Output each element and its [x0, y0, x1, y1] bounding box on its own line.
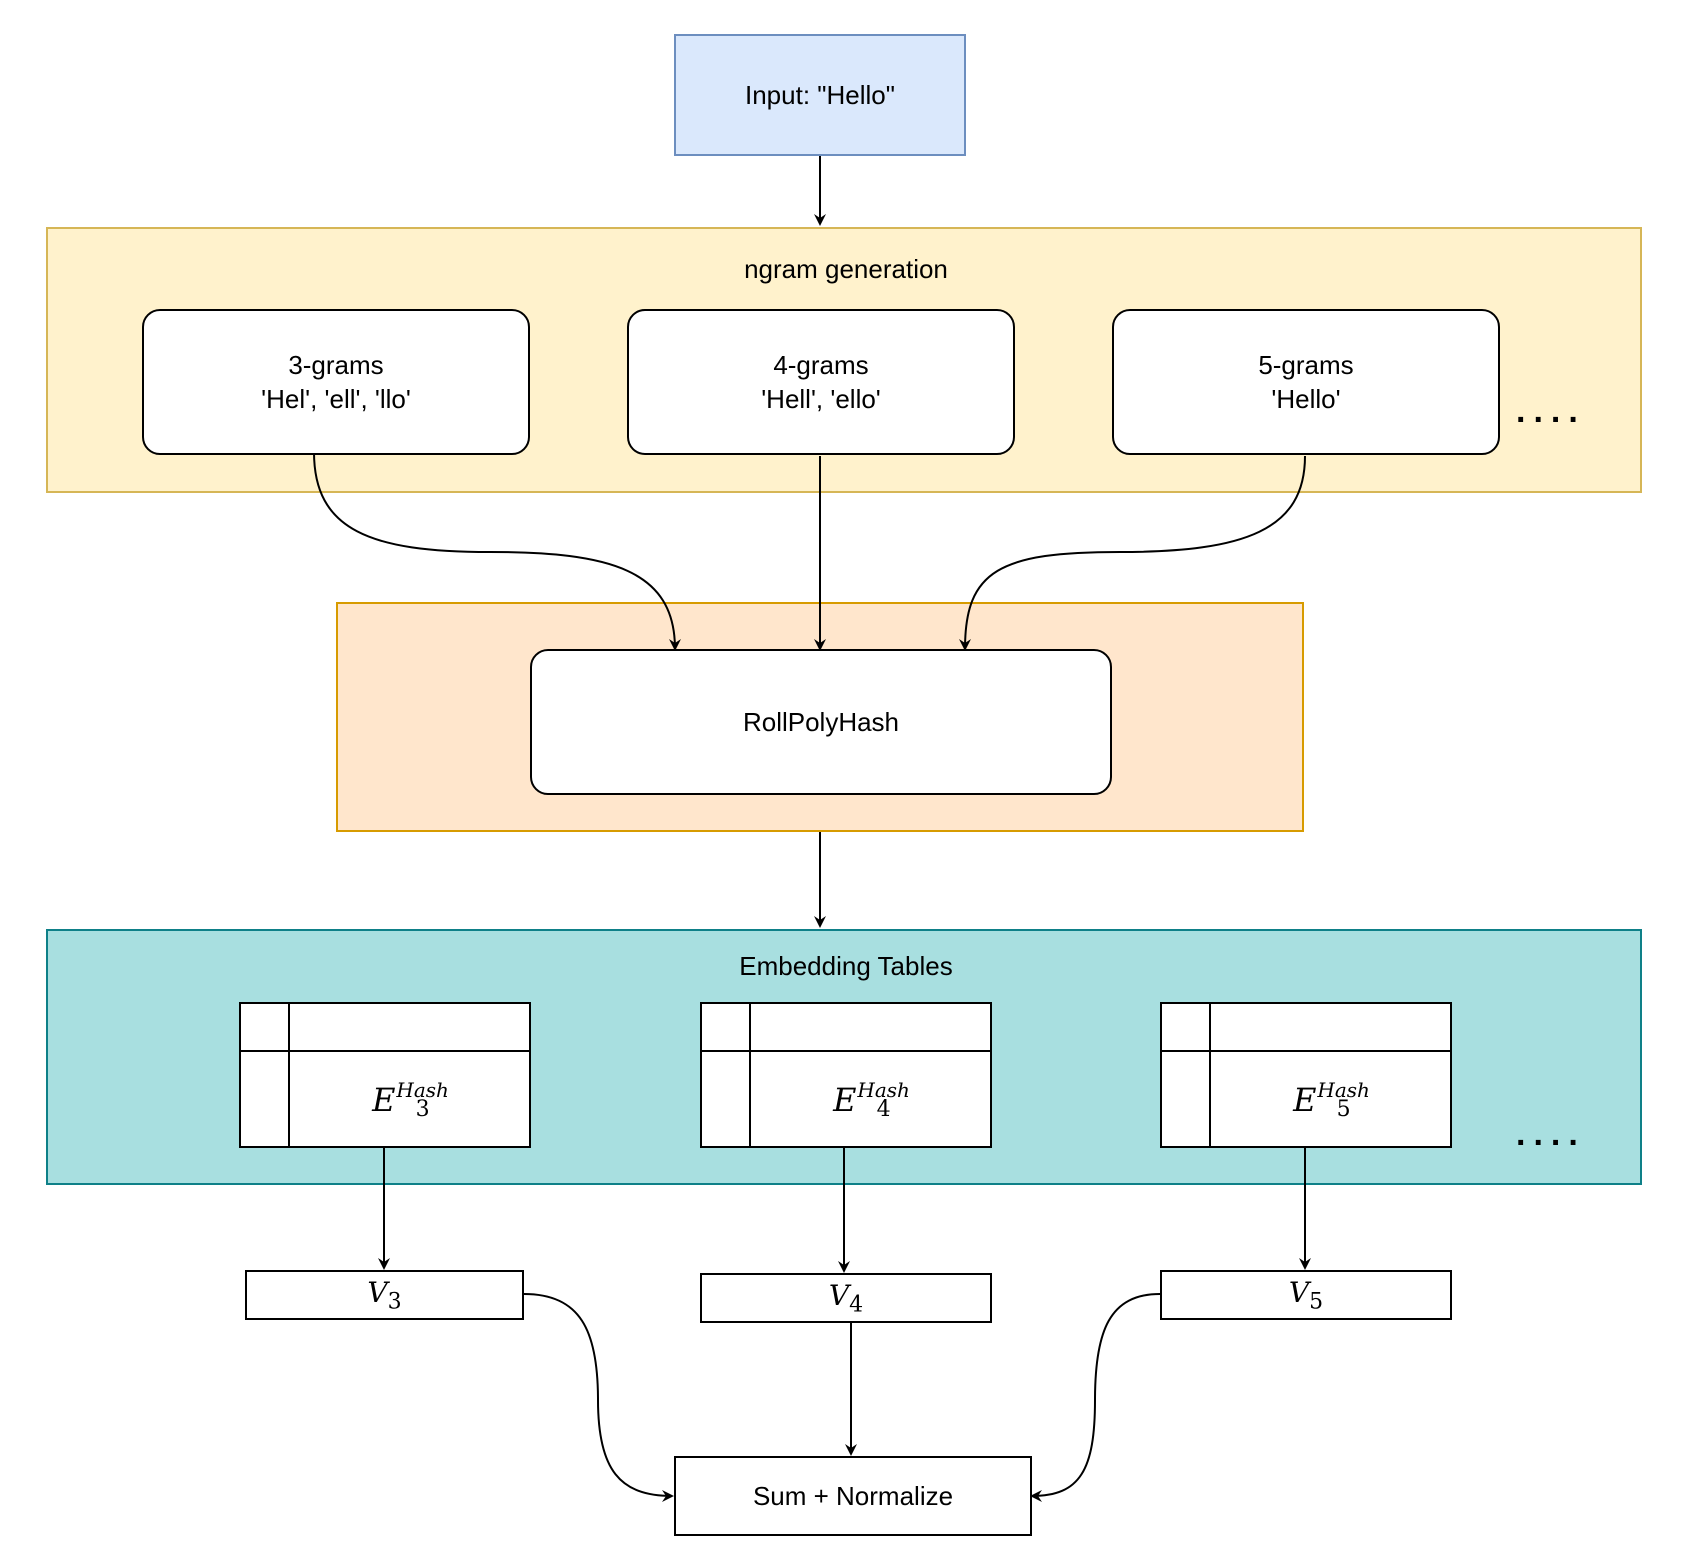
embedding-section-title: Embedding Tables: [739, 951, 953, 981]
table-column-divider: [749, 1004, 751, 1146]
table-header-divider: [702, 1050, 990, 1052]
vector-v5: V5: [1160, 1270, 1452, 1320]
table-column-divider: [1209, 1004, 1211, 1146]
table-column-divider: [288, 1004, 290, 1146]
ngram-box-5grams: 5-grams 'Hello': [1112, 309, 1500, 455]
embedding-table-e4: E Hash 4: [700, 1002, 992, 1148]
table-header-divider: [1162, 1050, 1450, 1052]
ngram-section-title: ngram generation: [744, 254, 948, 284]
vector-v4: V4: [700, 1273, 992, 1323]
rollpolyhash-node: RollPolyHash: [530, 649, 1112, 795]
table-symbol-e4: E Hash 4: [833, 1078, 910, 1122]
arrow-3grams-to-hash: [313, 451, 681, 651]
table-symbol-e5: E Hash 5: [1293, 1078, 1370, 1122]
ngram-box-title: 5-grams: [1258, 350, 1354, 380]
arrow-5grams-to-hash: [959, 455, 1306, 651]
ngram-box-items: 'Hello': [1271, 384, 1341, 414]
ngram-box-title: 4-grams: [773, 350, 869, 380]
embedding-more-ellipsis: ....: [1516, 1115, 1586, 1153]
arrow-v5-to-sum: [1030, 1293, 1161, 1502]
table-header-divider: [241, 1050, 529, 1052]
ngram-box-4grams: 4-grams 'Hell', 'ello': [627, 309, 1015, 455]
table-symbol-e3: E Hash 3: [372, 1078, 449, 1122]
ngram-box-title: 3-grams: [288, 350, 384, 380]
ngram-box-3grams: 3-grams 'Hel', 'ell', 'llo': [142, 309, 530, 455]
embedding-table-e5: E Hash 5: [1160, 1002, 1452, 1148]
sum-normalize-node: Sum + Normalize: [674, 1456, 1032, 1536]
ngram-box-items: 'Hell', 'ello': [761, 384, 881, 414]
ngram-box-items: 'Hel', 'ell', 'llo': [261, 384, 411, 414]
sum-normalize-label: Sum + Normalize: [752, 1481, 954, 1511]
input-label: Input: "Hello": [745, 80, 895, 110]
embedding-table-e3: E Hash 3: [239, 1002, 531, 1148]
rollpolyhash-label: RollPolyHash: [742, 707, 900, 737]
vector-v3: V3: [245, 1270, 524, 1320]
arrow-v3-to-sum: [523, 1293, 674, 1502]
input-node: Input: "Hello": [674, 34, 966, 156]
ngram-more-ellipsis: ....: [1516, 392, 1586, 430]
